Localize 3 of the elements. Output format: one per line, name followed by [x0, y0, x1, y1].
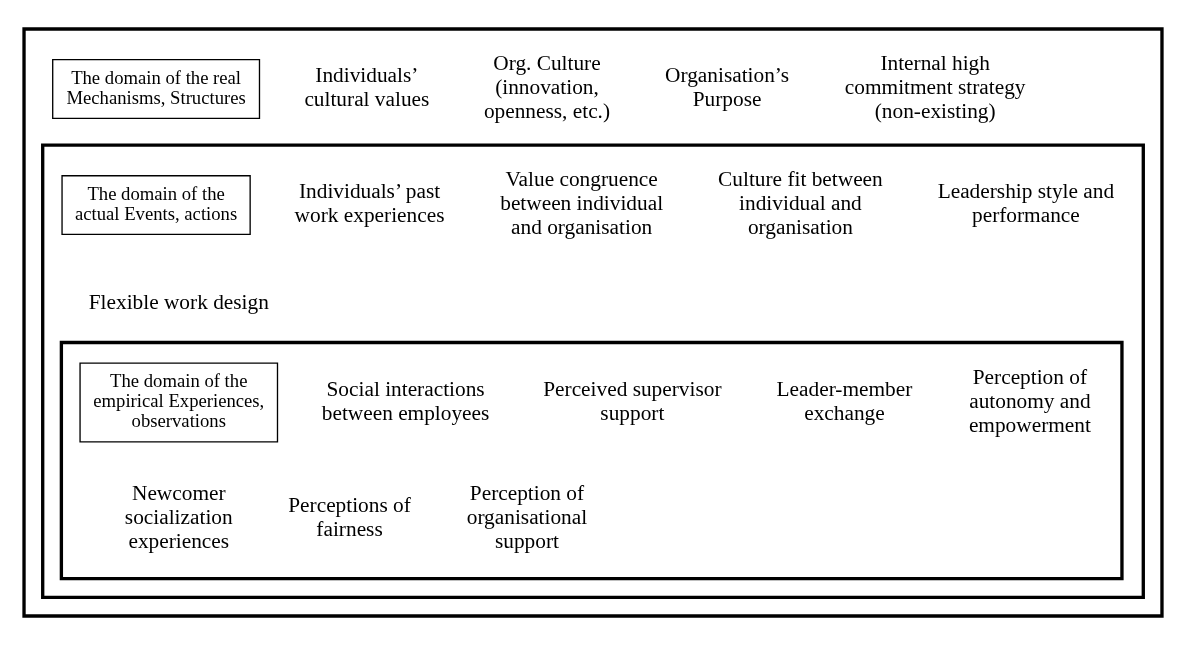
node-box: The domain of the actual Events, actions	[61, 175, 251, 236]
node-box: The domain of the real Mechanisms, Structures	[52, 59, 261, 120]
node-box: The domain of the empirical Experiences, observations	[79, 362, 279, 443]
